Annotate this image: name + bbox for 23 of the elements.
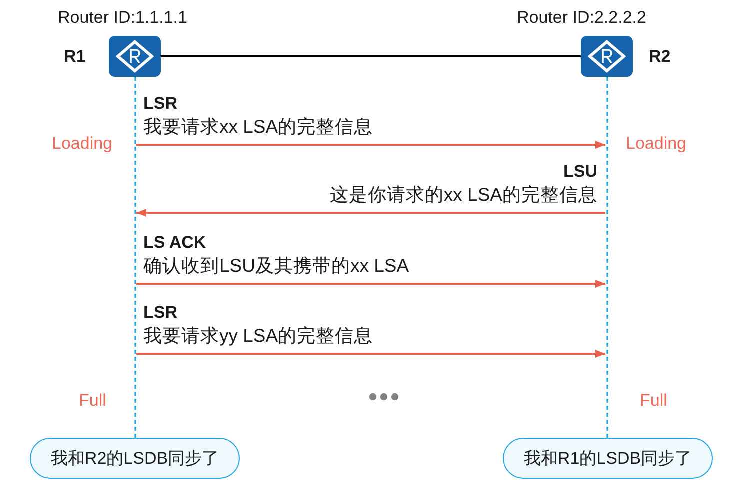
state-label: Full	[79, 391, 106, 412]
message-label: LSR 我要请求xx LSA的完整信息	[144, 93, 374, 138]
lifeline	[606, 77, 608, 438]
arrow	[136, 209, 606, 217]
line	[161, 56, 581, 58]
lifeline	[134, 77, 136, 438]
router-name: R2	[649, 47, 671, 68]
router-id-label: Router ID:1.1.1.1	[58, 8, 188, 28]
router-id-label: Router ID:2.2.2.2	[517, 8, 646, 28]
message-label: LSR 我要请求yy LSA的完整信息	[144, 302, 374, 347]
router-icon	[581, 36, 633, 77]
state-label: Loading	[626, 134, 687, 154]
state-label: Full	[640, 391, 668, 412]
router-icon	[109, 36, 161, 77]
arrow	[136, 350, 606, 358]
message-label: LS ACK 确认收到LSU及其携带的xx LSA	[144, 232, 410, 277]
status-bubble: 我和R2的LSDB同步了	[30, 438, 240, 479]
message-label: LSU 这是你请求的xx LSA的完整信息	[330, 161, 598, 206]
arrow	[136, 280, 606, 288]
state-label: Loading	[52, 134, 113, 154]
router-name: R1	[64, 47, 86, 68]
status-bubble: 我和R1的LSDB同步了	[503, 438, 713, 479]
arrow	[136, 141, 606, 149]
